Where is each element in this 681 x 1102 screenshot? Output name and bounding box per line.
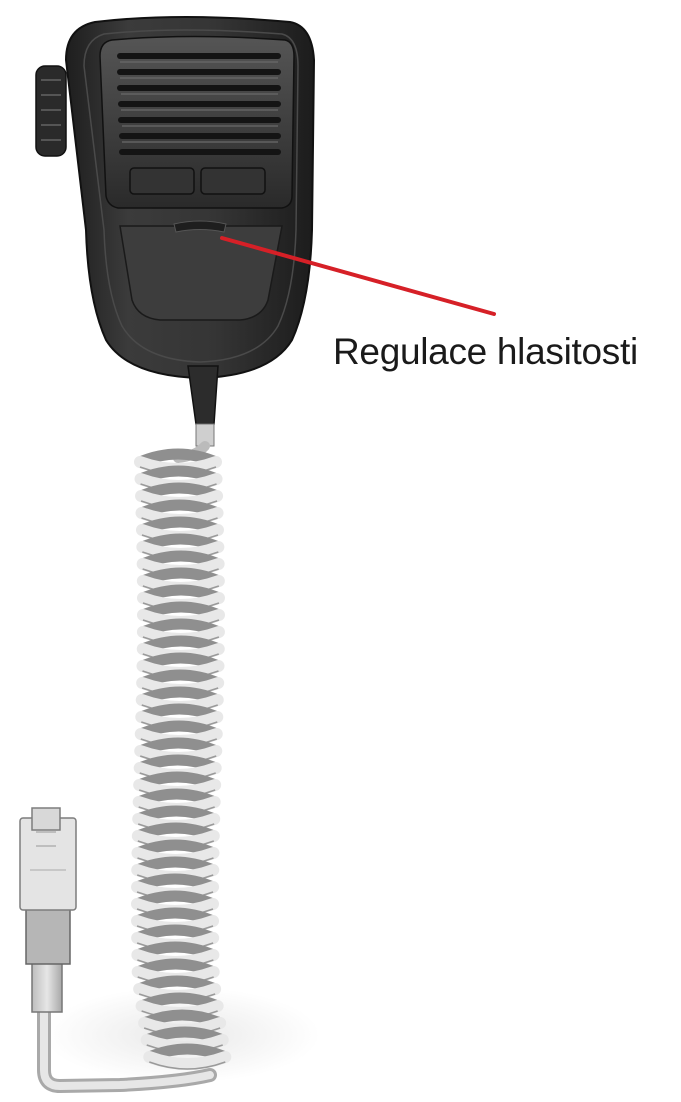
cord-coil-front xyxy=(143,1051,232,1070)
volume-control xyxy=(119,220,283,321)
coiled-cord xyxy=(37,441,232,1093)
rj45-plug xyxy=(19,807,77,1013)
speaker-grille xyxy=(99,35,295,209)
ptt-side-button xyxy=(35,65,67,157)
volume-control-label: Regulace hlasitosti xyxy=(333,331,638,372)
cord-coil-edge xyxy=(149,1061,226,1070)
strain-relief xyxy=(187,365,219,447)
callout-line xyxy=(220,236,496,316)
